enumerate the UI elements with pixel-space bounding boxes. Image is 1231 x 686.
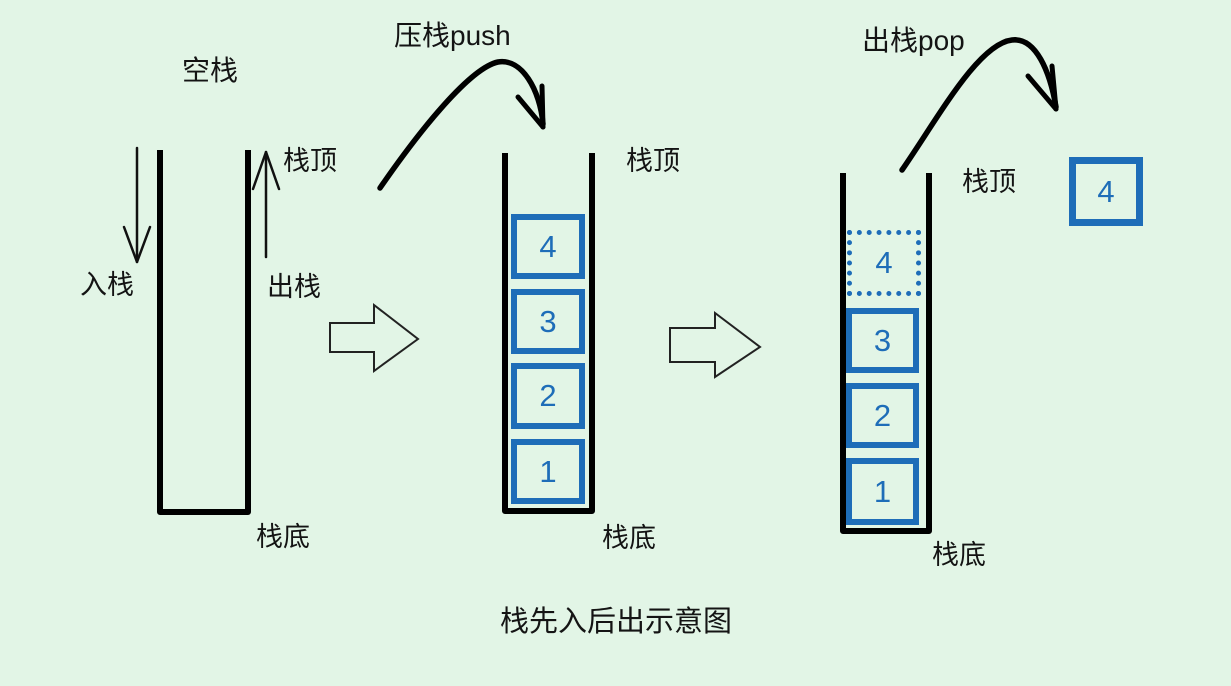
popped-stack-container	[840, 173, 932, 534]
stage3-stack-bottom-label: 栈底	[932, 540, 986, 570]
stack-box-ghost: 4	[847, 230, 921, 296]
stage1-pop-out-label: 出栈	[267, 272, 321, 302]
empty-stack-caption: 空栈	[182, 55, 239, 86]
empty-stack-container	[157, 150, 251, 515]
stack-box: 2	[511, 363, 585, 429]
right-block-arrow-icon	[329, 302, 420, 373]
stack-box: 1	[846, 458, 919, 525]
stage1-stack-top-label: 栈顶	[283, 146, 337, 176]
right-block-arrow-icon	[669, 310, 762, 379]
pushed-stack-container	[502, 153, 595, 514]
diagram-title: 栈先入后出示意图	[499, 606, 732, 638]
stack-box: 4	[511, 214, 585, 279]
push-caption: 压栈push	[394, 20, 511, 51]
stage3-stack-top-label: 栈顶	[962, 167, 1016, 197]
stage1-push-in-label: 入栈	[80, 270, 134, 300]
stack-box: 1	[511, 439, 585, 504]
stack-box: 3	[846, 308, 919, 373]
stack-box: 3	[511, 289, 585, 354]
popped-box: 4	[1069, 157, 1143, 226]
stage1-stack-bottom-label: 栈底	[256, 522, 310, 552]
stage2-stack-top-label: 栈顶	[626, 146, 680, 176]
stage2-stack-bottom-label: 栈底	[602, 523, 656, 553]
pop-curve-arrow-icon	[899, 37, 1059, 173]
pop-out-arrow-icon	[251, 150, 281, 259]
push-in-arrow-icon	[122, 146, 152, 264]
push-curve-arrow-icon	[377, 59, 546, 191]
pop-caption: 出栈pop	[862, 25, 965, 56]
stack-box: 2	[846, 383, 919, 448]
